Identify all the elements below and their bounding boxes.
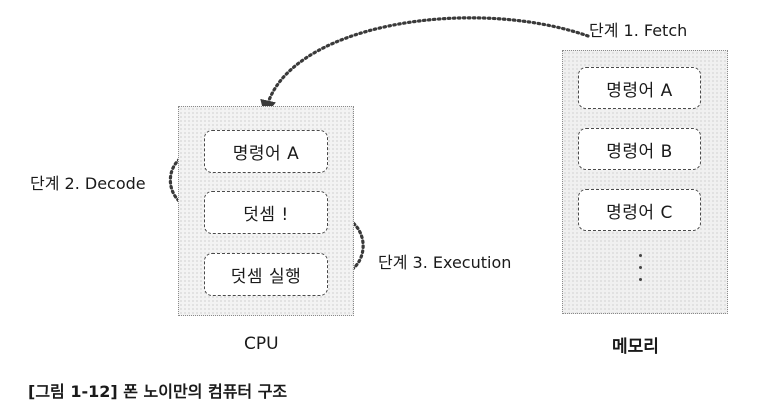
step-fetch-label: 단계 1. Fetch — [589, 21, 688, 40]
cpu-add-box: 덧셈 ! — [204, 191, 328, 234]
step-execution-label: 단계 3. Execution — [378, 253, 512, 272]
cpu-add-execute-box: 덧셈 실행 — [204, 253, 328, 296]
fetch-arrow — [260, 16, 590, 117]
ellipsis-dots — [637, 254, 643, 290]
step-decode-label: 단계 2. Decode — [30, 174, 146, 193]
cpu-instruction-a-box: 명령어 A — [204, 130, 328, 173]
cpu-label: CPU — [244, 334, 279, 354]
figure-caption: [그림 1-12] 폰 노이만의 컴퓨터 구조 — [28, 382, 288, 401]
memory-label: 메모리 — [612, 337, 659, 357]
memory-instruction-b-box: 명령어 B — [578, 128, 701, 170]
memory-instruction-c-box: 명령어 C — [578, 189, 701, 231]
memory-instruction-a-box: 명령어 A — [578, 67, 701, 109]
